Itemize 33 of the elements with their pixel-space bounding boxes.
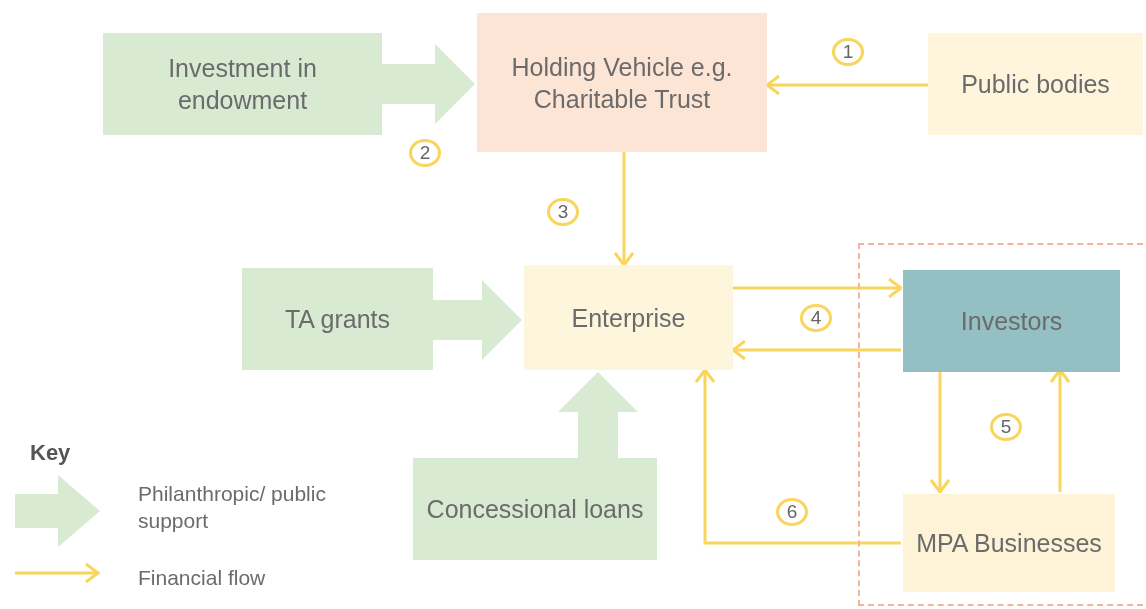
process-box bbox=[413, 458, 657, 560]
process-box bbox=[903, 494, 1115, 592]
block-arrow bbox=[382, 44, 475, 124]
node-text: Investors bbox=[960, 306, 1063, 337]
callout-number: 3 bbox=[547, 198, 579, 226]
block-arrow bbox=[558, 372, 638, 458]
arrow bbox=[929, 370, 951, 494]
node-text: Public bodies bbox=[961, 69, 1110, 100]
node-text: Investment in endowment bbox=[167, 53, 318, 116]
arrow bbox=[613, 152, 635, 267]
dashed-region bbox=[858, 243, 1143, 606]
callout-number: 4 bbox=[800, 304, 832, 332]
node-text: Holding Vehicle e.g. Charitable Trust bbox=[510, 51, 734, 115]
node-text: TA grants bbox=[284, 304, 391, 335]
process-box bbox=[524, 265, 733, 370]
callout-number: 1 bbox=[832, 38, 864, 66]
arrow bbox=[733, 277, 903, 299]
callout-number: 6 bbox=[776, 498, 808, 526]
process-box bbox=[477, 13, 767, 152]
process-box bbox=[928, 33, 1143, 135]
process-box bbox=[242, 268, 433, 370]
callout-number: 5 bbox=[990, 413, 1022, 441]
node-text: Enterprise bbox=[571, 302, 686, 334]
legend-text: Financial flow bbox=[138, 565, 267, 591]
arrow bbox=[694, 368, 901, 545]
process-box bbox=[103, 33, 382, 135]
legend-text: Philanthropic/ public support bbox=[138, 481, 327, 535]
block-arrow bbox=[433, 280, 522, 360]
callout-number: 2 bbox=[409, 139, 441, 167]
node-text: MPA Businesses bbox=[916, 528, 1102, 559]
key-heading: Key bbox=[30, 440, 71, 466]
process-box bbox=[903, 270, 1120, 372]
node-text: Concessional loans bbox=[426, 494, 644, 525]
